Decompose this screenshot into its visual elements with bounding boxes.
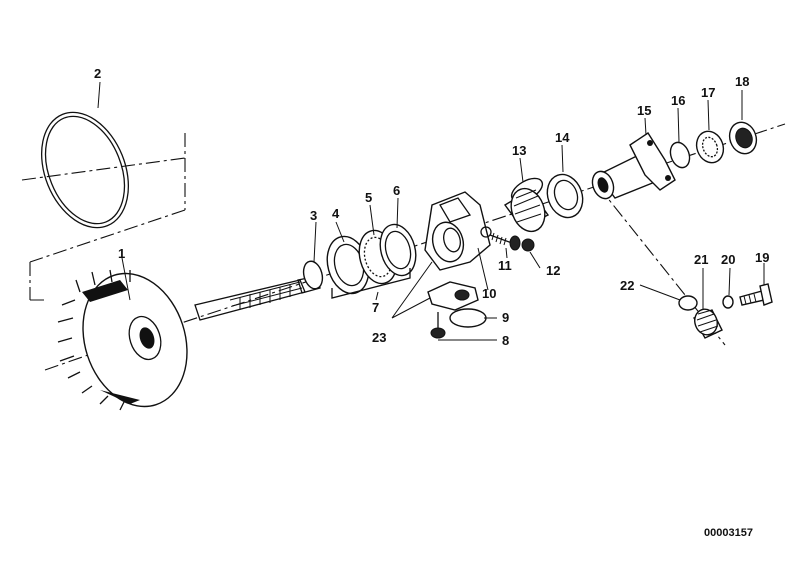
label-3: 3 [310, 208, 317, 223]
part-14-ring [546, 173, 584, 219]
label-17: 17 [701, 85, 715, 100]
yoke-housing [424, 191, 492, 271]
label-4: 4 [332, 206, 340, 221]
label-11: 11 [498, 258, 512, 273]
needle-bearing [503, 177, 550, 233]
label-16: 16 [671, 93, 685, 108]
snap-ring [40, 105, 130, 229]
label-20: 20 [721, 252, 735, 267]
label-13: 13 [512, 143, 526, 158]
ring-bracket-line [29, 133, 186, 301]
label-7: 7 [372, 300, 379, 315]
thrust-bearing-set [326, 223, 417, 295]
label-8: 8 [502, 333, 509, 348]
label-23: 23 [372, 330, 386, 345]
leader-lines [97, 81, 765, 341]
diagram-reference-number: 00003157 [704, 527, 753, 539]
label-14: 14 [555, 130, 570, 145]
part-3-ring [302, 260, 324, 290]
drum-shaft-assembly [57, 269, 321, 411]
flange-shaft [591, 132, 676, 200]
label-6: 6 [393, 183, 400, 198]
label-2: 2 [94, 66, 101, 81]
end-rings [669, 121, 758, 169]
label-10: 10 [482, 286, 496, 301]
label-19: 19 [755, 250, 769, 265]
label-21: 21 [694, 252, 708, 267]
label-18: 18 [735, 74, 749, 89]
label-9: 9 [502, 310, 509, 325]
part-number-labels: 1 2 3 4 5 6 7 8 9 10 11 12 13 14 15 16 1… [94, 66, 769, 348]
label-12: 12 [546, 263, 560, 278]
label-1: 1 [118, 246, 125, 261]
label-5: 5 [365, 190, 372, 205]
label-15: 15 [637, 103, 651, 118]
lower-bracket-parts [427, 281, 487, 339]
part-7-bracket [331, 268, 411, 299]
label-22: 22 [620, 278, 634, 293]
screw-and-plug [489, 232, 535, 252]
gear-bolt-parts [678, 283, 773, 339]
